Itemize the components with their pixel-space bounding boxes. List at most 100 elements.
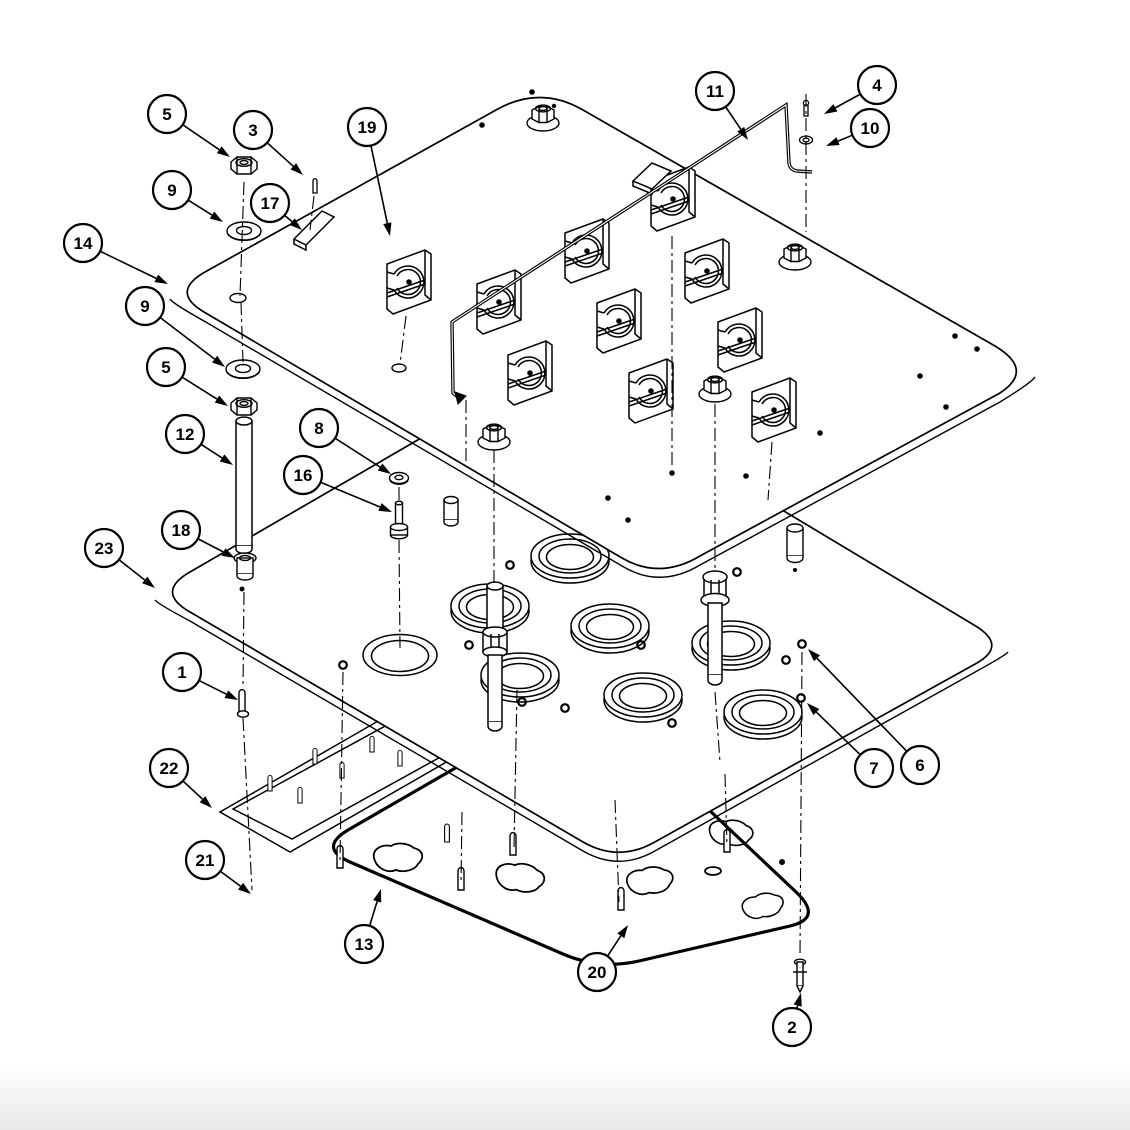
washer-9-lower	[225, 359, 261, 380]
callout-1211: 12	[164, 413, 233, 465]
balloon-number: 19	[358, 118, 377, 137]
callout-1613: 16	[282, 454, 392, 512]
leader-line	[837, 134, 853, 142]
callout-44: 4	[824, 64, 898, 114]
leader-line	[284, 214, 293, 223]
balloon-number: 12	[176, 425, 195, 444]
callout-148: 14	[62, 222, 168, 284]
balloon-number: 14	[74, 234, 93, 253]
leader-arrowhead	[793, 993, 802, 1007]
balloon-number: 10	[861, 119, 880, 138]
callout-113: 11	[694, 70, 748, 140]
leader-line	[816, 657, 908, 752]
standoff-rod-12	[235, 416, 253, 555]
leader-line	[266, 142, 294, 167]
balloon-circle	[151, 169, 193, 211]
leader-arrowhead	[289, 218, 302, 230]
top-plate	[169, 89, 1036, 578]
standoff-stub-left	[443, 495, 459, 527]
callout-2315: 23	[83, 527, 155, 588]
top-plate-holes	[479, 89, 980, 523]
leader-arrowhead	[199, 796, 212, 808]
bottom-plate-cutouts	[372, 816, 786, 922]
balloon-circle	[148, 747, 190, 789]
balloon-number: 17	[261, 194, 280, 213]
leader-arrowhead	[212, 355, 225, 367]
balloon-number: 3	[248, 121, 257, 140]
balloon-number: 18	[172, 521, 191, 540]
balloon-circle	[83, 527, 125, 569]
balloon-circle	[145, 346, 187, 388]
balloon-circle	[298, 407, 340, 449]
balloon-number: 1	[177, 663, 186, 682]
balloon-number: 22	[160, 759, 179, 778]
leader-arrowhead	[219, 454, 233, 465]
leader-arrowhead	[373, 889, 382, 903]
balloon-circle	[249, 182, 291, 224]
nut-5-lower	[230, 397, 258, 416]
washer-9-upper	[226, 221, 262, 242]
leader-arrowhead	[238, 882, 251, 894]
balloon-number: 16	[294, 466, 313, 485]
leader-arrowhead	[808, 649, 821, 662]
left-fastener-column	[225, 359, 261, 592]
callout-177: 17	[249, 182, 302, 230]
leader-arrowhead	[737, 126, 748, 140]
leader-arrowhead	[142, 576, 155, 588]
balloon-circle	[124, 285, 166, 327]
leader-line	[368, 901, 378, 927]
balloon-circle	[282, 454, 324, 496]
top-plate-slots	[229, 292, 407, 373]
balloon-number: 5	[161, 358, 170, 377]
balloon-number: 11	[706, 82, 724, 101]
leader-line	[370, 145, 389, 224]
leader-line	[606, 935, 622, 957]
leader-arrowhead	[290, 163, 303, 175]
balloon-number: 20	[588, 963, 607, 982]
balloon-circle	[146, 93, 188, 135]
leader-line	[182, 124, 220, 151]
callout-192: 19	[346, 106, 392, 236]
leader-line	[181, 376, 218, 400]
leader-line	[334, 437, 381, 468]
leader-line	[724, 106, 742, 130]
bracket-17	[292, 210, 336, 252]
callout-1319: 13	[343, 889, 385, 965]
balloon-number: 9	[140, 297, 149, 316]
leader-line	[187, 199, 213, 216]
balloon-circle	[853, 747, 895, 789]
callout-99: 9	[124, 285, 225, 367]
callout-1814: 18	[160, 509, 235, 558]
balloon-number: 9	[167, 181, 176, 200]
balloon-number: 4	[872, 76, 882, 95]
leader-line	[200, 443, 223, 459]
balloon-number: 13	[355, 935, 374, 954]
callout-722: 7	[807, 703, 895, 789]
balloon-number: 7	[869, 759, 878, 778]
bottom-plate-hole	[779, 859, 785, 865]
callout-510: 5	[145, 346, 228, 406]
callout-96: 9	[151, 169, 223, 222]
balloon-circle	[856, 64, 898, 106]
leader-line	[835, 93, 861, 109]
leader-line	[182, 780, 204, 800]
standoff-rod-right	[700, 570, 730, 686]
dot	[239, 586, 245, 592]
leader-arrowhead	[209, 211, 223, 222]
leader-line	[219, 870, 242, 887]
leader-arrowhead	[377, 463, 391, 474]
leader-arrowhead	[214, 395, 228, 406]
balloon-number: 23	[95, 539, 114, 558]
balloon-circle	[164, 413, 206, 455]
leader-arrowhead	[224, 690, 238, 700]
screw-2	[793, 958, 807, 994]
standoff-rod-front	[482, 581, 508, 732]
set-screw-3	[312, 177, 318, 194]
balloon-circle	[346, 106, 388, 148]
balloon-circle	[899, 744, 941, 786]
nut-5-upper	[230, 156, 258, 175]
callout-2217: 22	[148, 747, 212, 808]
balloon-circle	[160, 509, 202, 551]
callout-2020: 20	[576, 925, 628, 993]
